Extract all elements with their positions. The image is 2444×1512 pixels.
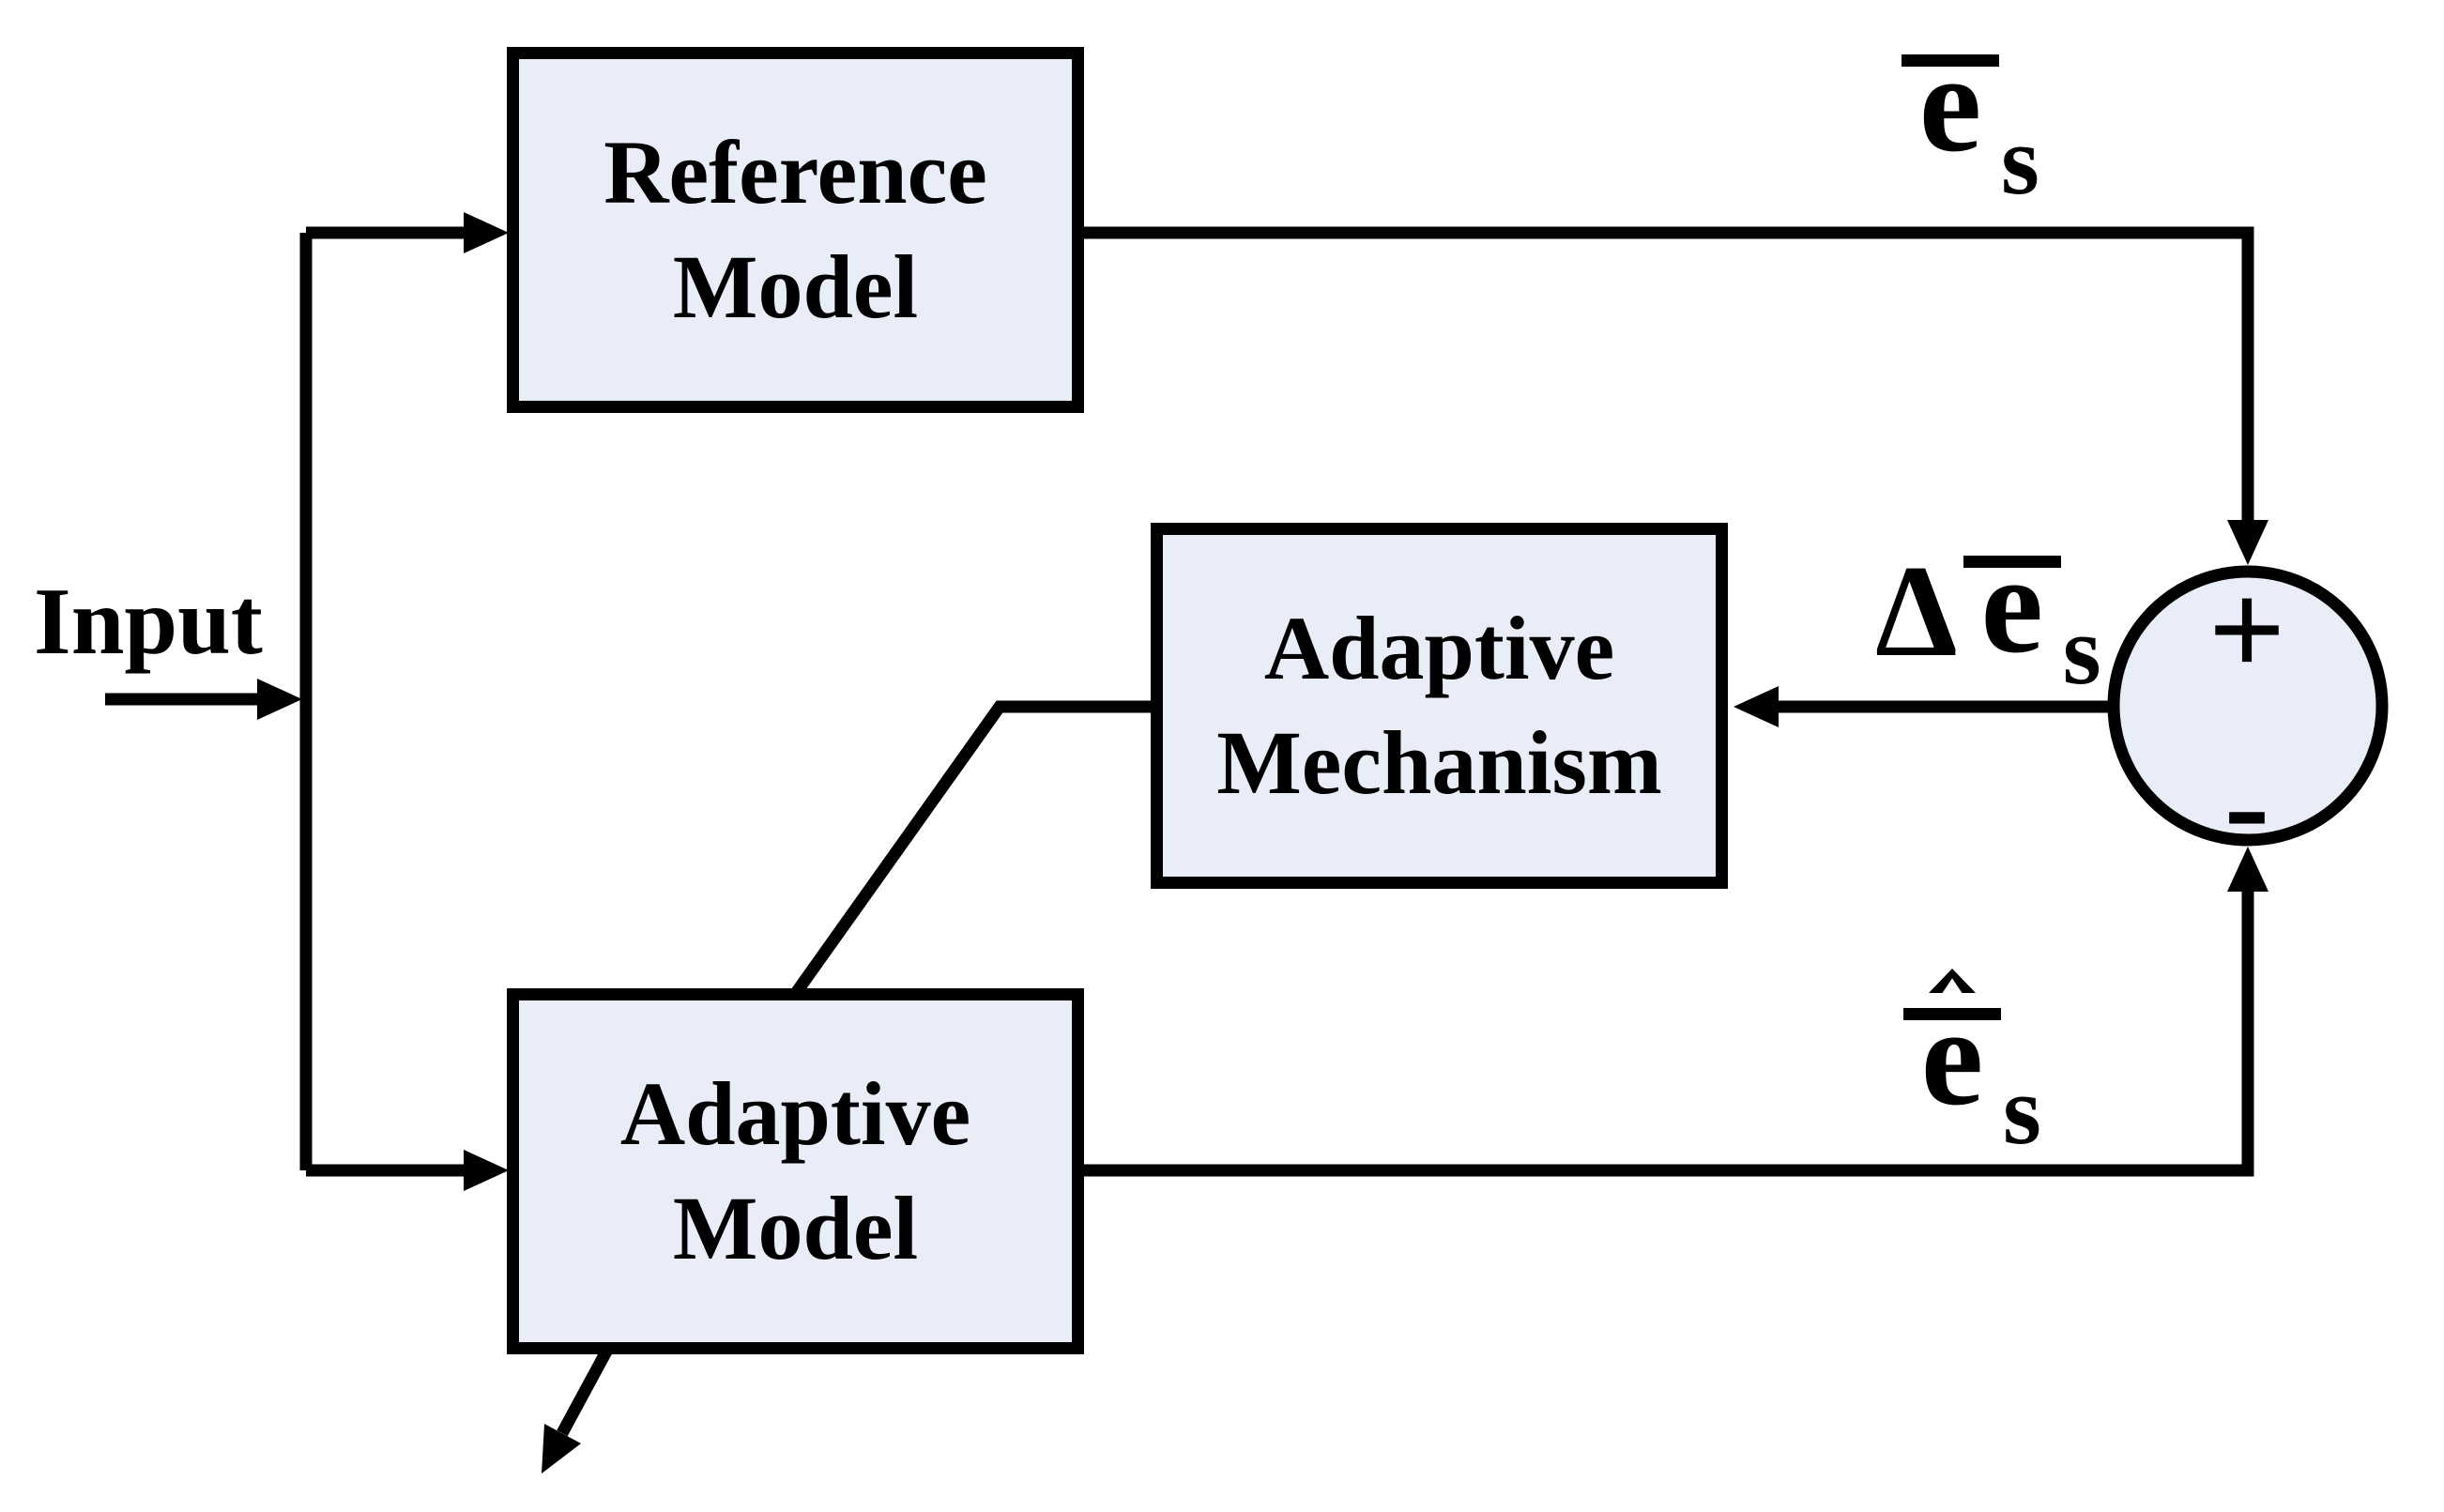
adaptive-output-line <box>1077 890 2254 1177</box>
adaptive-mechanism-box: Adaptive Mechanism <box>1151 523 1728 889</box>
branch-to-reference-arrowhead-icon <box>464 212 509 253</box>
reference-output-line <box>1079 226 2254 522</box>
reference-error-stack: e <box>1902 33 1999 174</box>
reference-model-label-line1: Reference <box>603 122 987 223</box>
adaptive-output-arrowhead-icon <box>2227 847 2268 892</box>
error-to-mechanism-arrowhead-icon <box>1734 686 1779 727</box>
input-arrowhead-icon <box>257 679 302 720</box>
error-difference-base: e <box>1980 527 2044 682</box>
error-difference-stack: e <box>1963 534 2061 675</box>
estimated-error-stack: e <box>1903 940 2001 1127</box>
bar-accent-icon <box>1963 556 2061 568</box>
delta-symbol: Δ <box>1875 539 1958 684</box>
error-difference-subscript: s <box>2062 595 2101 705</box>
summing-junction-circle <box>2107 565 2389 847</box>
adaptive-model-label-line2: Model <box>672 1178 919 1278</box>
adaptive-model-box: Adaptive Model <box>507 988 1084 1354</box>
summing-plus-sign: + <box>2207 555 2286 706</box>
summing-minus-sign: - <box>2223 729 2270 880</box>
branch-to-adaptive-arrowhead-icon <box>464 1150 509 1191</box>
adaptive-mechanism-label-line1: Adaptive <box>1263 598 1615 699</box>
input-label: Input <box>34 569 263 675</box>
bar-accent-icon <box>1903 1008 2001 1020</box>
reference-error-base: e <box>1918 25 1982 181</box>
bar-accent-icon <box>1902 54 1999 67</box>
adaptive-model-label-line1: Adaptive <box>619 1063 971 1165</box>
error-difference-signal-label: Δ e s <box>1875 534 2101 699</box>
reference-error-signal-label: e s <box>1902 33 2039 209</box>
reference-model-label-line2: Model <box>672 237 919 337</box>
estimated-error-base: e <box>1920 979 1984 1135</box>
reference-error-subscript: s <box>2001 105 2039 215</box>
estimated-error-signal-label: e s <box>1903 940 2041 1159</box>
adaptive-mechanism-label-line2: Mechanism <box>1216 712 1662 813</box>
model-exit-line <box>557 1348 612 1437</box>
reference-model-box: Reference Model <box>507 47 1084 413</box>
mechanism-to-model-line <box>790 700 1156 997</box>
model-exit-arrowhead-icon <box>542 1424 581 1474</box>
estimated-error-subscript: s <box>2003 1055 2041 1165</box>
reference-output-arrowhead-icon <box>2227 520 2268 565</box>
